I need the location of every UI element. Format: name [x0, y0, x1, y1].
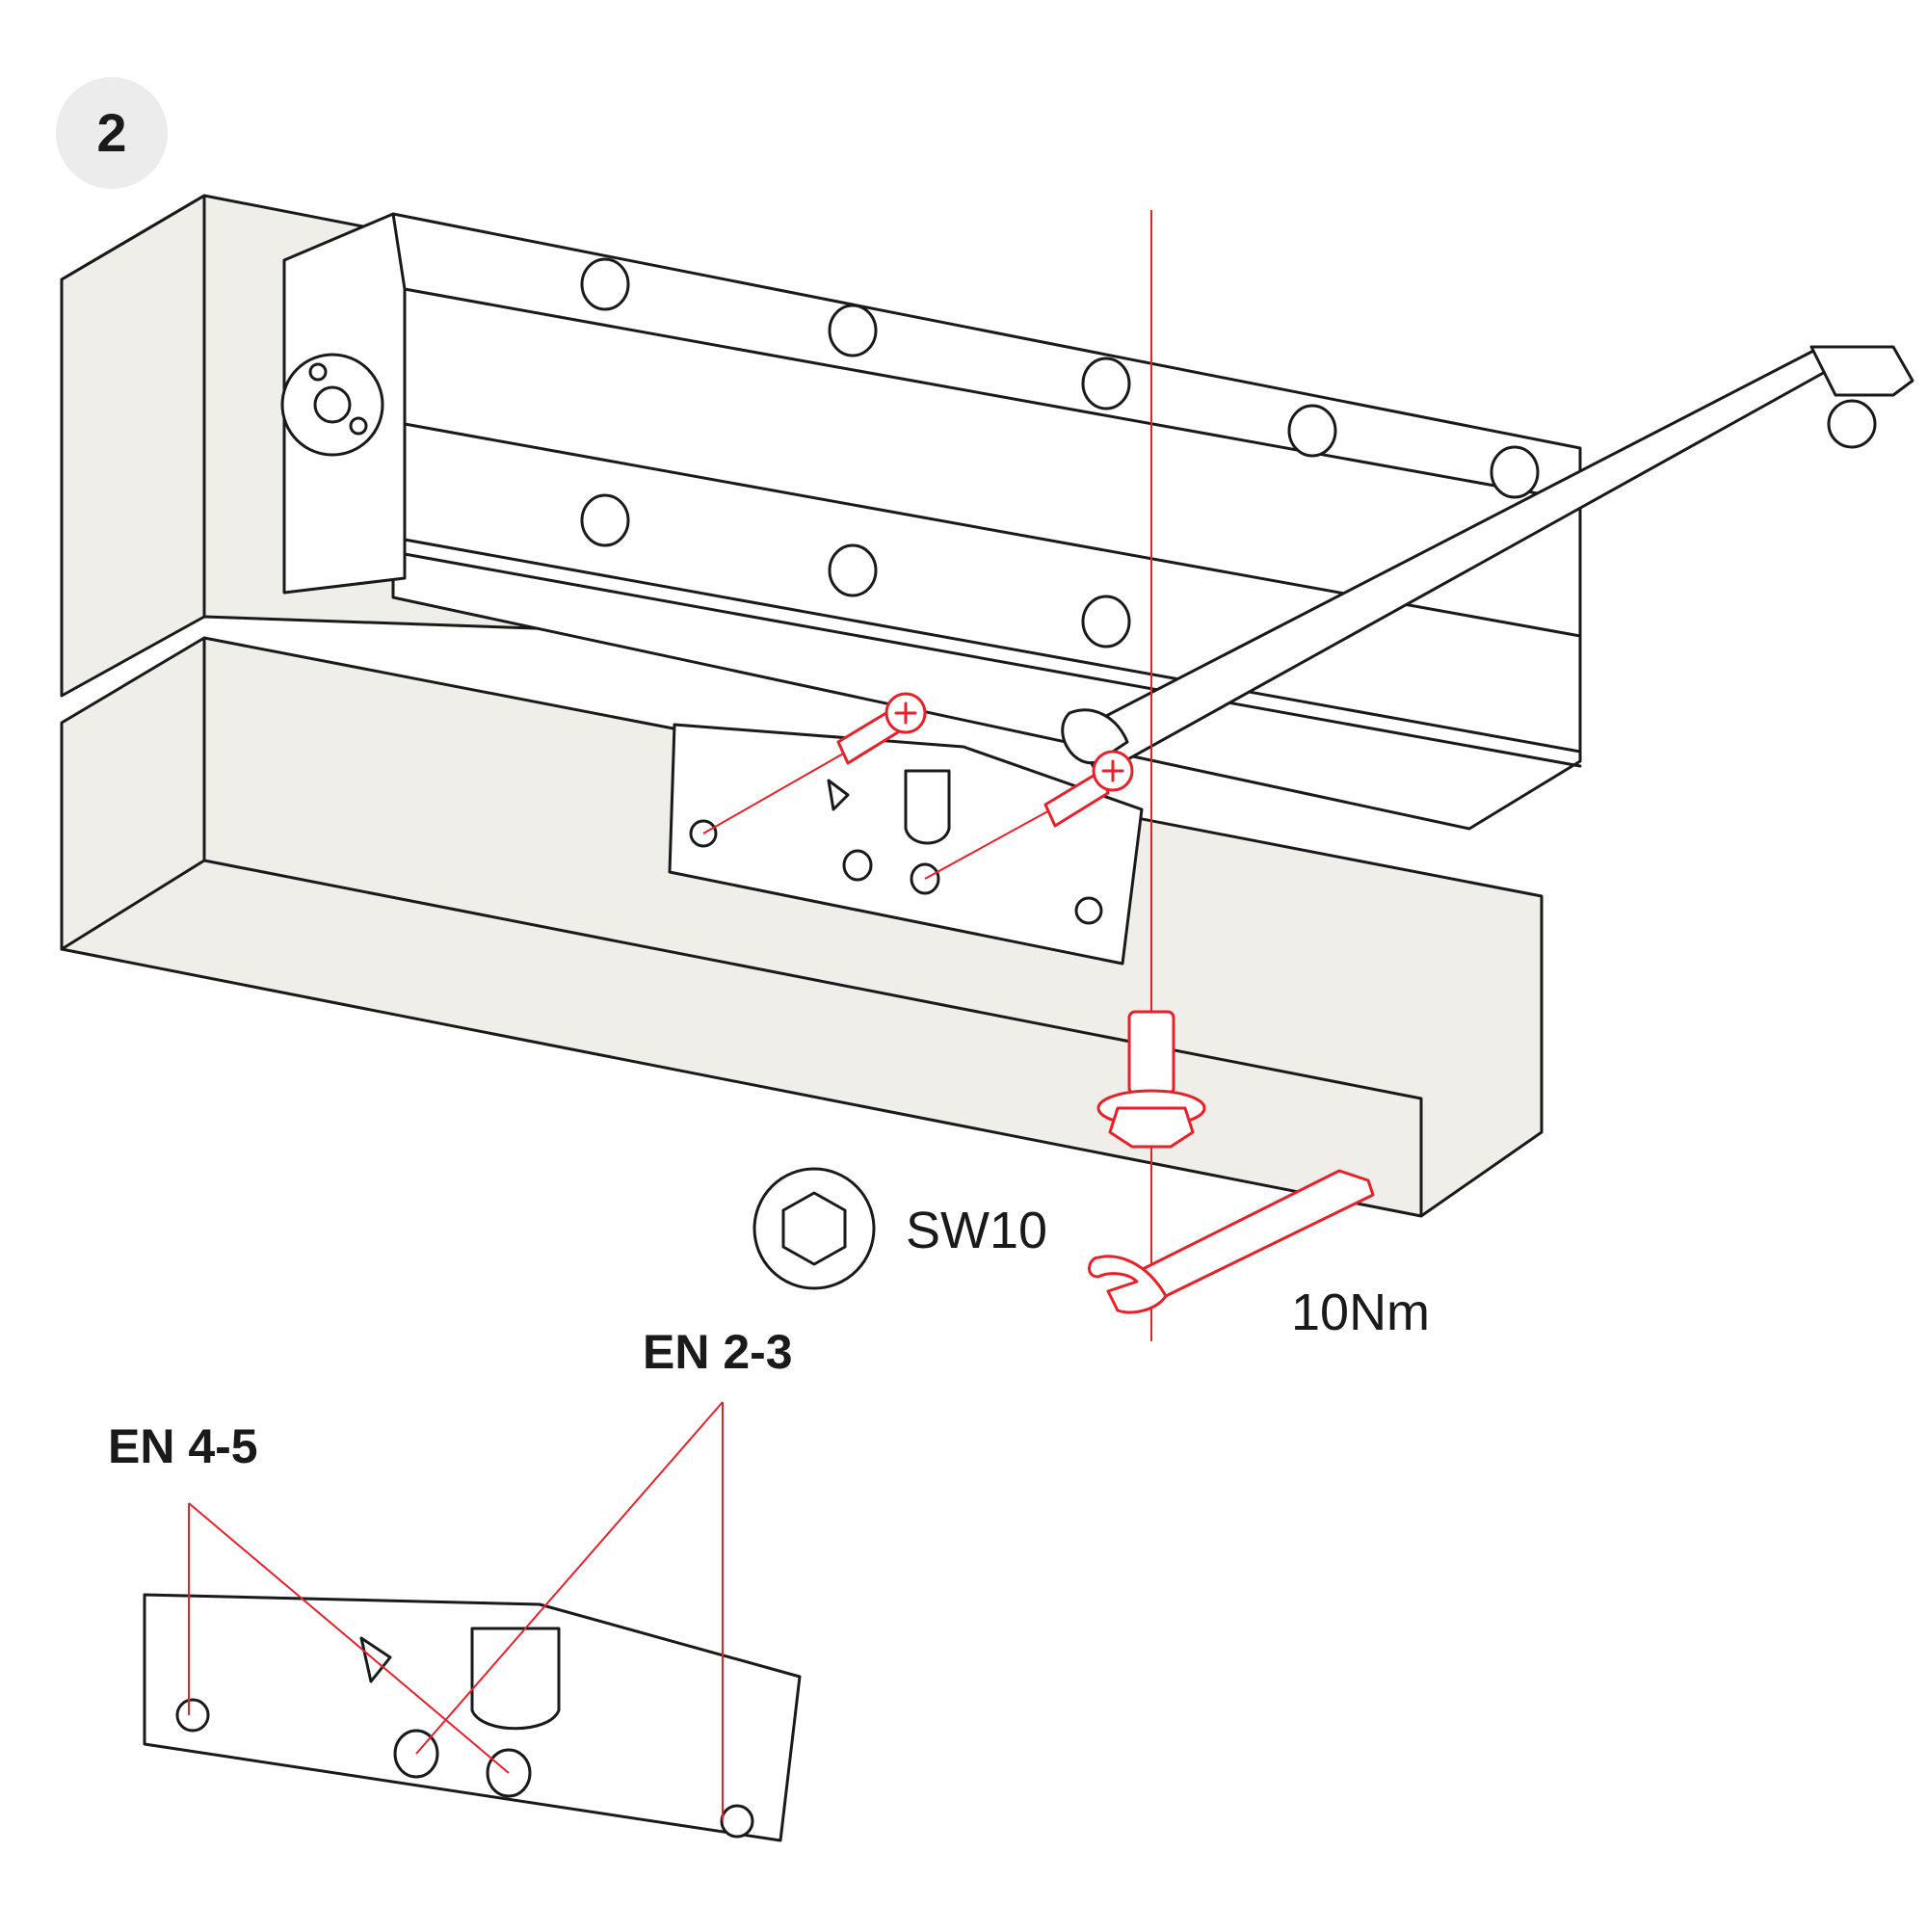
bolt-shank — [1127, 1010, 1175, 1096]
closer-screw — [580, 257, 630, 311]
phillips-screw-icon — [836, 692, 927, 765]
en-4-5-label: EN 4-5 — [108, 1419, 258, 1473]
bracket-detail — [143, 1593, 802, 1842]
wrench-jaw — [1088, 1255, 1168, 1314]
closer-screw — [1081, 595, 1131, 648]
closer-screw — [580, 493, 630, 547]
en-2-3-label: EN 2-3 — [643, 1325, 793, 1379]
bracket-stud — [904, 769, 951, 845]
screw-shank — [1043, 769, 1110, 828]
step-badge-circle — [56, 77, 168, 189]
closer-screw — [1490, 445, 1540, 499]
closer-screw — [1081, 357, 1131, 410]
wrench-handle — [1135, 1169, 1375, 1298]
socket-size-label: SW10 — [906, 1202, 1047, 1259]
bolt-hex-head — [1108, 1106, 1195, 1149]
socket-callout: SW10 — [752, 1167, 1047, 1290]
closer-valve-center — [313, 385, 352, 424]
arm-tip-stud — [1827, 399, 1877, 449]
door-closer-body — [280, 212, 1582, 831]
hex-flange-bolt-icon — [1096, 1010, 1206, 1149]
en-2-3-leader-left — [415, 1401, 724, 1755]
phillips-screw-icon — [1043, 750, 1134, 828]
arm-tip — [1809, 345, 1914, 397]
closer-screw — [828, 543, 878, 597]
step-number: 2 — [96, 102, 126, 163]
closer-arm — [1061, 345, 1914, 778]
en-4-5-leader-right — [188, 1502, 510, 1774]
step-badge: 2 — [56, 77, 168, 189]
closer-screw — [828, 304, 878, 357]
bracket-tab — [827, 779, 850, 811]
open-end-wrench-icon — [1088, 1169, 1375, 1314]
detail-stud — [470, 1627, 561, 1731]
bracket-hole-right — [1074, 896, 1103, 925]
door-leaf-front-edge — [202, 636, 1423, 1218]
red-screws — [702, 210, 1375, 1341]
closer-screws — [580, 257, 1540, 648]
detail-leaders — [188, 1401, 724, 1821]
closer-valve-pin-b — [349, 416, 368, 436]
torque-label: 10Nm — [1291, 1284, 1430, 1341]
hexagon-in-circle-icon — [781, 1191, 847, 1266]
frame-upper-edge — [60, 194, 206, 619]
bracket-slot-left — [842, 849, 873, 882]
closer-valve-pin-a — [308, 362, 328, 382]
closer-rail-upper — [403, 538, 1582, 754]
closer-top-edge — [403, 287, 1582, 503]
detail-hole-right — [720, 1804, 754, 1839]
detail-bracket-plate — [143, 1593, 802, 1842]
door-leaf-bottom-edge — [60, 859, 206, 951]
detail-hole-left — [175, 1698, 210, 1733]
closer-rail-lower — [403, 552, 1582, 768]
closer-screw — [1287, 404, 1337, 458]
